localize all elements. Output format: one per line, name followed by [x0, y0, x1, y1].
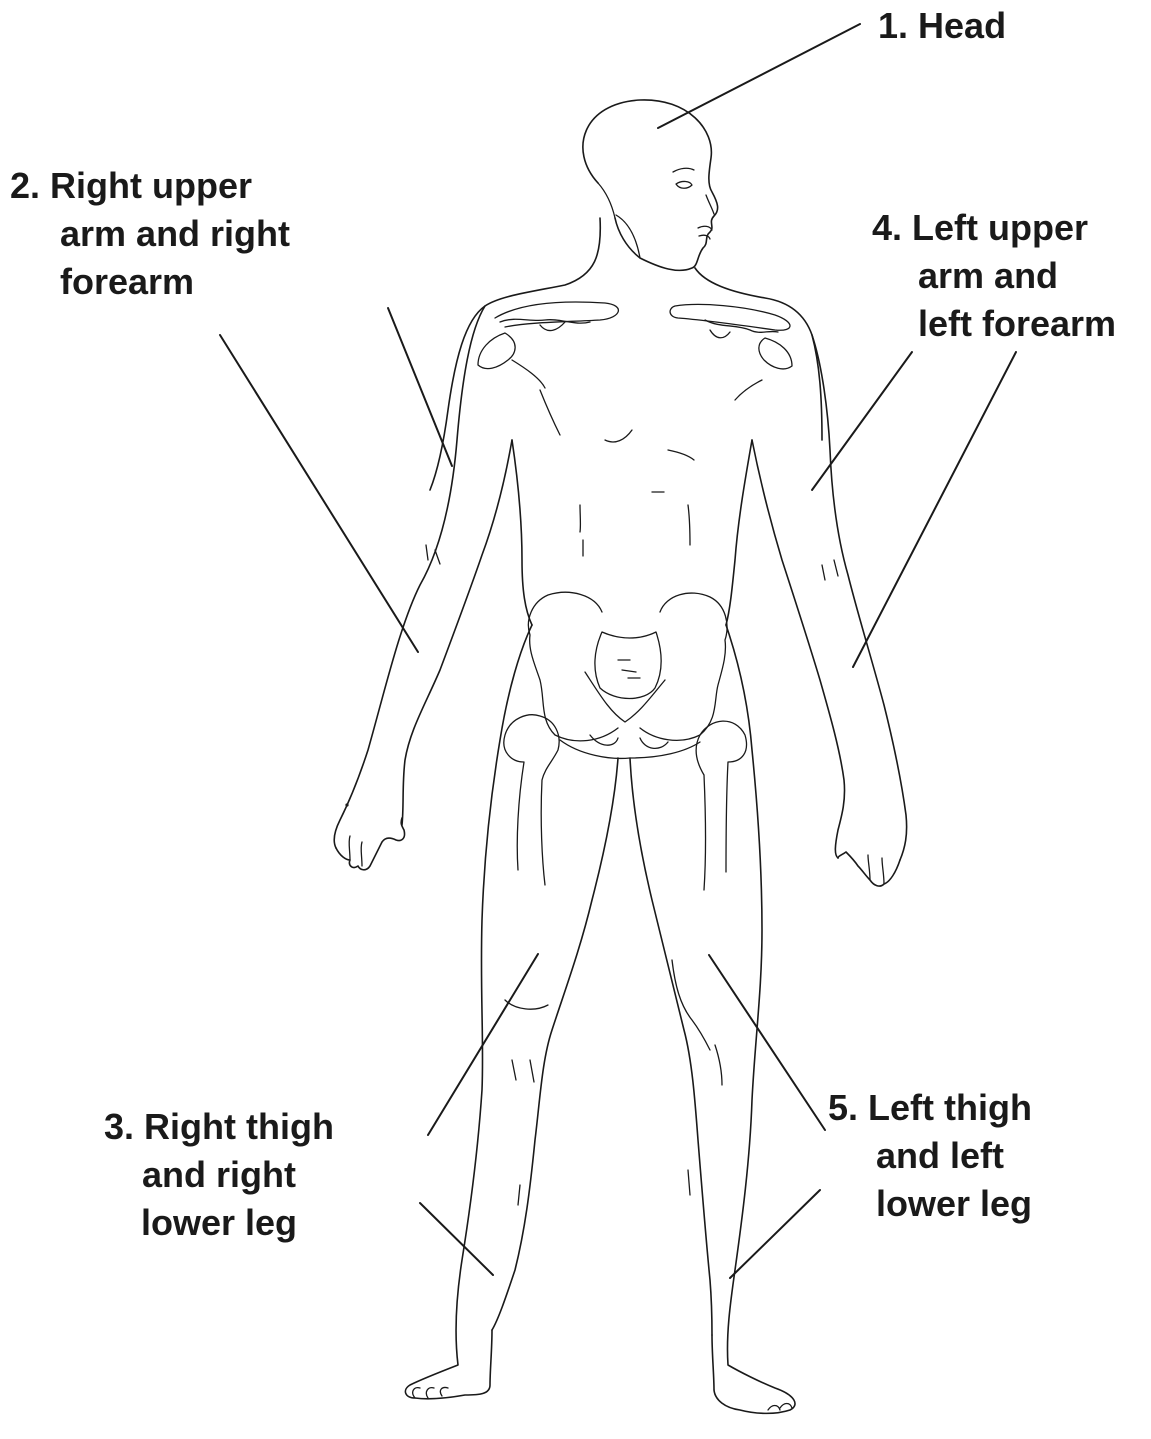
right-leg-inner [492, 758, 618, 1330]
right-iliac [528, 592, 618, 741]
head-outline [583, 100, 718, 270]
label-left-arm-line-3: left forearm [872, 300, 1116, 348]
ear-line [616, 215, 640, 258]
label-head-line-1: 1. Head [878, 2, 1006, 50]
right-shin [518, 1185, 520, 1205]
right-femur [504, 715, 559, 885]
head-drawing [583, 100, 718, 270]
leader-head [658, 24, 860, 128]
left-knee-line [715, 1045, 722, 1085]
chest-center [605, 430, 632, 442]
label-left-arm: 4. Left upper arm and left forearm [872, 204, 1116, 348]
leader-right-thigh [428, 954, 538, 1135]
left-iliac [640, 593, 727, 740]
label-right-arm-line-3: forearm [10, 258, 290, 306]
label-left-leg: 5. Left thigh and left lower leg [828, 1084, 1032, 1228]
left-leg-inner [630, 758, 712, 1335]
left-torso-side [726, 440, 752, 625]
nose [706, 195, 714, 214]
label-right-leg-line-3: lower leg [104, 1199, 334, 1247]
label-left-leg-line-1: 5. Left thigh [828, 1084, 1032, 1132]
label-right-arm-line-2: arm and right [10, 210, 290, 258]
chest-left [668, 450, 694, 460]
left-toes [768, 1404, 792, 1411]
abs-left [688, 505, 690, 545]
pubis [560, 735, 700, 758]
leader-right-lower-leg [420, 1203, 493, 1275]
label-right-arm-line-1: 2. Right upper [10, 162, 290, 210]
label-left-arm-line-1: 4. Left upper [872, 204, 1116, 252]
right-hand [336, 818, 405, 870]
right-hand-fingers [349, 836, 362, 866]
left-arm-muscle [822, 560, 838, 580]
eyebrow [673, 168, 694, 172]
left-arm-inner [752, 440, 845, 858]
left-hand-fingers [868, 855, 884, 884]
label-right-leg-line-2: and right [104, 1151, 334, 1199]
label-left-leg-line-2: and left [828, 1132, 1032, 1180]
label-right-leg-line-1: 3. Right thigh [104, 1103, 334, 1151]
chest-right [540, 390, 560, 435]
right-arm-drawing [334, 306, 512, 870]
label-left-leg-line-3: lower leg [828, 1180, 1032, 1228]
leader-left-upper-arm [812, 352, 912, 490]
label-right-arm: 2. Right upper arm and right forearm [10, 162, 290, 306]
right-knee [505, 1000, 548, 1009]
leader-right-upper-arm [388, 308, 452, 466]
left-armpit [735, 380, 762, 400]
label-head: 1. Head [878, 2, 1006, 50]
left-arm-outer [812, 335, 907, 860]
leader-left-thigh [709, 955, 825, 1130]
left-shoulder-joint [759, 338, 792, 369]
label-right-leg: 3. Right thigh and right lower leg [104, 1103, 334, 1247]
right-torso-side [512, 440, 532, 625]
label-left-arm-line-2: arm and [872, 252, 1116, 300]
right-leg-outer [405, 625, 532, 1399]
abs-right [580, 505, 583, 556]
left-shin [688, 1170, 690, 1195]
right-hand-dot [345, 803, 348, 806]
sacrum [595, 632, 661, 699]
left-arm-drawing [752, 335, 907, 886]
right-armpit [512, 360, 545, 388]
sacrum-marks [618, 660, 640, 678]
right-clavicle [495, 302, 618, 327]
right-knee-lines [512, 1060, 534, 1082]
left-femur [696, 721, 746, 890]
face-profile [598, 183, 615, 218]
right-shoulder-joint [478, 333, 515, 369]
right-toes [413, 1387, 448, 1398]
neck-right [695, 268, 822, 440]
right-arm-muscle [426, 545, 440, 564]
eye [676, 181, 692, 188]
leader-right-forearm [220, 335, 418, 652]
right-arm-outer [334, 306, 485, 848]
torso-drawing [430, 218, 822, 625]
left-leg-outer [712, 625, 795, 1413]
